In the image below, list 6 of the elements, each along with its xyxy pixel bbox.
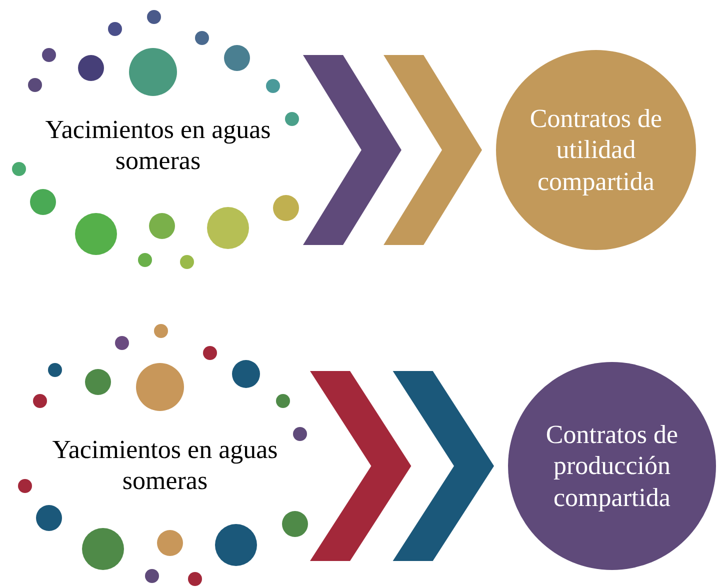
- circle-label: Contratos de producción compartida: [544, 419, 680, 513]
- node-label: Yacimientos en aguas someras: [51, 434, 279, 496]
- chevron-arrow: [303, 55, 482, 245]
- circle-label: Contratos de utilidad compartida: [528, 103, 664, 197]
- chevron-arrow: [310, 371, 494, 561]
- node-label: Yacimientos en aguas someras: [44, 114, 272, 176]
